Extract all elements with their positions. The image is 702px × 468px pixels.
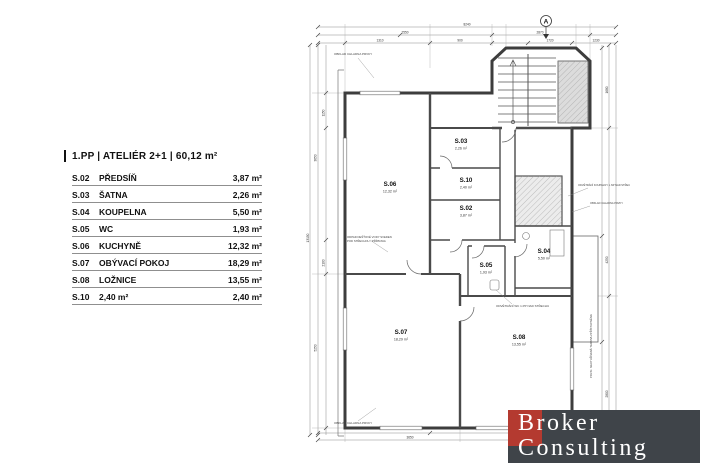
room-label-s02: S.02 (460, 205, 473, 212)
room-area: 12,32 m² (227, 240, 262, 251)
legend-rows: S.02 PŘEDSÍŇ 3,87 m² S.03 ŠATNA 2,26 m² S.04… (72, 169, 262, 305)
legend-row: S.04 KOUPELNA 5,50 m² (72, 203, 262, 220)
room-area: 13,55 m² (227, 274, 262, 285)
room-sublabel-s06: 12,32 m² (383, 190, 398, 194)
dim-label: 1680 (605, 86, 609, 93)
terrace (571, 235, 599, 343)
staircase (498, 54, 556, 126)
section-marker-letter: A (544, 18, 549, 25)
legend-row: S.03 ŠATNA 2,26 m² (72, 186, 262, 203)
annotation-terrace-note: POZN.: NEVYUŽÍVANÁ TERASA ZPŘÍSTUPNĚNA (588, 314, 593, 378)
annotation-vent-wc: ODVĚTRÁNÍ WC 1.PP NAD STŘECHU (496, 303, 549, 308)
doors (406, 126, 528, 322)
logo-line-consulting: Consulting (518, 435, 649, 461)
annotation-rain-2: POD STŘECHOU - PŘÍPRAVA (347, 238, 386, 243)
annotation-cladding-right: OBKLAD CHLADNA PRVKY (590, 201, 623, 205)
legend-row: S.02 PŘEDSÍŇ 3,87 m² (72, 169, 262, 186)
room-name: ŠATNA (99, 189, 128, 200)
room-label-s10: S.10 (460, 177, 473, 184)
dimension-labels: 8240 2550 2870 1310 900 1720 1230 13150 … (306, 23, 609, 440)
room-area: 5,50 m² (232, 206, 262, 217)
annotation-rain-1: ODPAD DEŠŤOVÉ VODY SVEDEN (347, 234, 392, 239)
room-name: WC (99, 223, 114, 234)
annotation-vent-bathroom: ODVĚTRÁNÍ KOUPELNY 1.NP NAD STŘECHU (578, 182, 630, 187)
room-sublabel-s04: 5,50 m² (538, 257, 551, 261)
room-label-s08: S.08 (513, 334, 526, 341)
dim-label: 1310 (376, 39, 383, 43)
room-sublabel-s03: 2,26 m² (455, 147, 468, 151)
legend-row: S.07 OBÝVACÍ POKOJ 18,29 m² (72, 254, 262, 271)
room-label-s03: S.03 (455, 138, 468, 145)
legend-row: S.06 KUCHYNĚ 12,32 m² (72, 237, 262, 254)
room-sublabel-s08: 13,55 m² (512, 343, 527, 347)
room-name: KOUPELNA (99, 206, 147, 217)
dim-label: 3650 (314, 154, 318, 161)
room-area: 1,93 m² (232, 223, 262, 234)
dim-label: 8240 (463, 23, 470, 27)
room-name: LOŽNICE (99, 274, 137, 285)
annotation-cladding-bottom: OBKLAD CHLADNA PRVKY (334, 421, 372, 425)
floor-plan: 8240 2550 2870 1310 900 1720 1230 13150 … (306, 15, 630, 443)
room-sublabel-s02: 3,87 m² (460, 214, 473, 218)
dim-label: 2870 (536, 31, 543, 35)
dim-label: 4250 (605, 256, 609, 263)
legend-title: 1.PP | ATELIÉR 2+1 | 60,12 m² (72, 151, 218, 162)
room-sublabel-s10: 2,40 m² (460, 186, 473, 190)
legend-row: S.10 2,40 m² 2,40 m² (72, 288, 262, 305)
dim-label: 1230 (592, 39, 599, 43)
annotation-cladding-top: OBKLAD CHLADNA PRVKY (334, 52, 372, 56)
logo-line-broker: Broker (518, 410, 600, 436)
hatched-areas (514, 60, 589, 227)
dim-label: 13150 (306, 233, 310, 242)
room-name: 2,40 m² (99, 291, 129, 302)
room-name: PŘEDSÍŇ (99, 172, 137, 183)
room-code: S.06 (72, 240, 90, 251)
dim-label: 2100 (322, 259, 326, 266)
title-accent-bar (64, 150, 66, 162)
dim-label: 2550 (401, 31, 408, 35)
dim-label: 1150 (322, 109, 326, 116)
legend-row: S.08 LOŽNICE 13,55 m² (72, 271, 262, 288)
dim-label: 5250 (314, 344, 318, 351)
room-area: 2,40 m² (232, 291, 262, 302)
room-code: S.08 (72, 274, 90, 285)
dim-label: 1720 (546, 39, 553, 43)
room-code: S.02 (72, 172, 90, 183)
legend: 1.PP | ATELIÉR 2+1 | 60,12 m² S.02 PŘEDSÍ… (64, 150, 262, 305)
logo-text: Broker Consulting (518, 411, 648, 461)
dim-label: 3650 (406, 436, 413, 440)
room-code: S.05 (72, 223, 90, 234)
room-sublabel-s07: 18,29 m² (394, 338, 409, 342)
dim-label: 2800 (605, 390, 609, 397)
room-name: KUCHYNĚ (99, 240, 142, 251)
room-code: S.10 (72, 291, 90, 302)
annotations: OBKLAD CHLADNA PRVKY OBKLAD CHLADNA PRVK… (334, 52, 630, 425)
room-sublabel-s05: 1,93 m² (480, 271, 493, 275)
legend-row: S.05 WC 1,93 m² (72, 220, 262, 237)
room-labels: S.03 2,26 m² S.06 12,32 m² S.10 2,40 m² … (383, 138, 551, 347)
legend-title-row: 1.PP | ATELIÉR 2+1 | 60,12 m² (64, 150, 262, 162)
section-marker: A (540, 15, 552, 39)
room-label-s07: S.07 (395, 329, 408, 336)
room-label-s06: S.06 (384, 181, 397, 188)
room-label-s05: S.05 (480, 262, 493, 269)
room-area: 18,29 m² (227, 257, 262, 268)
facade-lines (337, 69, 344, 437)
room-code: S.07 (72, 257, 90, 268)
logo-red-square (508, 410, 542, 446)
room-area: 3,87 m² (232, 172, 262, 183)
fixtures (489, 229, 565, 291)
room-code: S.04 (72, 206, 90, 217)
room-code: S.03 (72, 189, 90, 200)
room-area: 2,26 m² (232, 189, 262, 200)
room-name: OBÝVACÍ POKOJ (99, 257, 170, 268)
room-label-s04: S.04 (538, 248, 551, 255)
dim-label: 900 (457, 39, 463, 43)
broker-consulting-logo: Broker Consulting (508, 410, 700, 463)
